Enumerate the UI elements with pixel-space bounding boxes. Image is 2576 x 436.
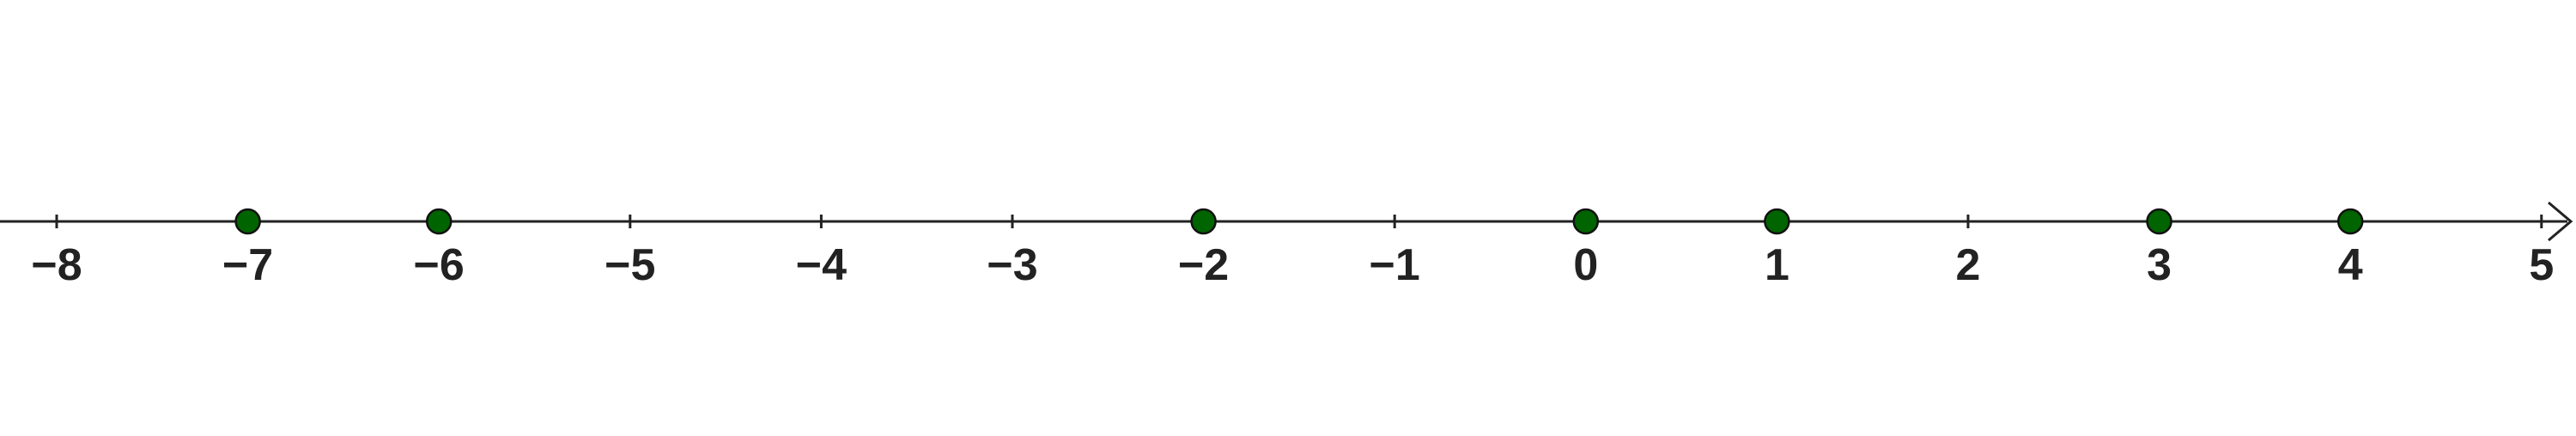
- marked-point: [1572, 208, 1600, 235]
- tick-label: 0: [1573, 240, 1598, 290]
- marked-point: [2336, 208, 2364, 235]
- tick-label: −5: [605, 240, 655, 290]
- tick-label: 3: [2147, 240, 2172, 290]
- tick-label: −3: [987, 240, 1037, 290]
- tick-label: 4: [2338, 240, 2363, 290]
- tick-label: −6: [414, 240, 465, 290]
- marked-point: [1764, 208, 1790, 235]
- tick-labels: −8 −7 −6 −5 −4 −3 −2 −1 0 1 2 3 4 5: [31, 240, 2554, 290]
- tick-label: −2: [1178, 240, 1229, 290]
- marked-points: [234, 208, 2364, 235]
- marked-point: [2146, 208, 2172, 235]
- marked-point: [425, 208, 453, 235]
- tick-label: −1: [1370, 240, 1420, 290]
- marked-point: [234, 208, 261, 235]
- tick-label: −8: [31, 240, 82, 290]
- marked-point: [1190, 208, 1217, 235]
- axis-arrow-head: [2548, 201, 2573, 242]
- tick-label: 5: [2529, 240, 2554, 290]
- tick-label: −4: [796, 240, 847, 290]
- tick-label: −7: [222, 240, 273, 290]
- tick-label: 1: [1765, 240, 1789, 290]
- tick-label: 2: [1956, 240, 1981, 290]
